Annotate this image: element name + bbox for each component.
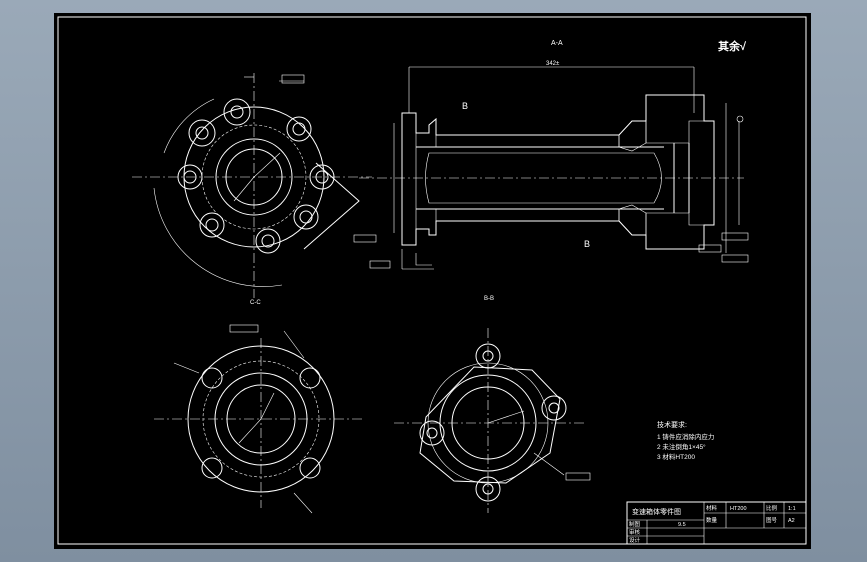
- bb-bore: [451, 386, 525, 460]
- cc-outer-circle: [187, 345, 335, 493]
- cc-hole-2: [299, 367, 321, 389]
- section-mark-bottom: B: [584, 239, 590, 249]
- title-part-name: 变速箱体零件图: [632, 507, 681, 516]
- callout-box-5: [698, 244, 722, 253]
- datum-box: [281, 74, 305, 84]
- section-aa-view: A-A 其余√ 342± B B: [353, 39, 749, 270]
- bb-hole-1: [482, 350, 494, 362]
- tech-req-3: 3 材料HT200: [657, 452, 695, 461]
- bolt-hole-6: [299, 210, 313, 224]
- lug-3: [177, 164, 203, 190]
- bb-hole-4: [482, 483, 494, 495]
- angle-dimension-arc-2: [163, 98, 215, 154]
- cc-wall-section: [214, 372, 308, 466]
- bb-hole-3: [426, 427, 438, 439]
- callout-box-2: [369, 260, 391, 269]
- cc-callout-box: [229, 324, 259, 333]
- sheet-label: 图号: [766, 516, 778, 524]
- sheet-value: A2: [788, 518, 795, 524]
- material-value: HT200: [730, 506, 747, 512]
- bolt-hole-3: [183, 170, 197, 184]
- section-mark-left: B: [462, 101, 468, 111]
- bolt-hole-2: [195, 126, 209, 140]
- bb-lug-4: [475, 476, 501, 502]
- bb-flange-outline: [419, 366, 561, 484]
- check-label: 审核: [629, 528, 641, 536]
- section-aa-label: A-A: [551, 40, 563, 47]
- tech-req-2: 2 未注倒角1×45°: [657, 442, 706, 451]
- lug-2: [188, 119, 216, 147]
- cc-bolt-circle: [202, 360, 320, 478]
- callout-box-4: [721, 254, 749, 263]
- section-cc-label: C-C: [250, 300, 261, 306]
- material-label: 材料: [706, 504, 718, 512]
- bolt-hole-1: [230, 105, 244, 119]
- designer-label: 设计: [629, 536, 641, 544]
- bb-lug-3: [419, 420, 445, 446]
- lug-7: [309, 164, 335, 190]
- bolt-hole-8: [292, 122, 306, 136]
- surface-rest-note: 其余√: [718, 39, 747, 53]
- section-bb-view: [394, 328, 591, 513]
- lug-4: [199, 212, 225, 238]
- drawing-sheet: A-A 其余√ 342± B B: [54, 13, 811, 549]
- bolt-hole-5: [261, 234, 275, 248]
- inner-bore: [425, 152, 662, 204]
- bb-lug-1: [475, 343, 501, 369]
- cc-hole-4: [299, 457, 321, 479]
- lug-8: [286, 116, 312, 142]
- bore-inner: [225, 148, 283, 206]
- callout-box-1: [353, 234, 377, 243]
- bore-outer: [215, 138, 293, 216]
- length-dim-text: 342±: [546, 61, 560, 67]
- bb-wall-section: [439, 374, 537, 472]
- technical-requirements: 技术要求: 1 铸件应消除内应力 2 未注倒角1×45° 3 材料HT200: [657, 420, 714, 461]
- cc-hole-3: [201, 457, 223, 479]
- bb-outer-arc: [427, 362, 549, 484]
- bolt-circle: [201, 124, 307, 230]
- lug-1: [223, 98, 251, 126]
- lug-6: [293, 204, 319, 230]
- weight-value: 9.5: [678, 522, 686, 528]
- drawing-canvas: A-A 其余√ 342± B B: [57, 16, 807, 545]
- tech-req-title: 技术要求:: [657, 420, 687, 429]
- angle-dimension-arc: [153, 187, 283, 287]
- callout-box-3: [721, 232, 749, 241]
- scale-value: 1:1: [788, 506, 796, 512]
- cc-hole-1: [201, 367, 223, 389]
- title-block: 变速箱体零件图 材料 HT200 比例 1:1 数量 图号 A2 制图 9.5 …: [626, 501, 807, 545]
- qty-label: 数量: [706, 516, 718, 524]
- scale-label: 比例: [766, 504, 778, 512]
- section-bb-label: B-B: [484, 296, 494, 302]
- bb-hole-2: [548, 402, 560, 414]
- lug-5: [255, 228, 281, 254]
- cc-bore: [226, 384, 296, 454]
- flange-corner: [303, 162, 360, 250]
- bolt-hole-4: [205, 218, 219, 232]
- body-outline: [401, 94, 715, 250]
- bb-callout-box: [565, 472, 591, 481]
- bb-lug-2: [541, 395, 567, 421]
- flange-top-view: [132, 73, 372, 298]
- section-cc-view: [154, 324, 364, 514]
- drawn-label: 制图: [629, 520, 641, 528]
- tech-req-1: 1 铸件应消除内应力: [657, 432, 714, 441]
- bolt-hole-7: [315, 170, 329, 184]
- sheet-border: [57, 16, 807, 545]
